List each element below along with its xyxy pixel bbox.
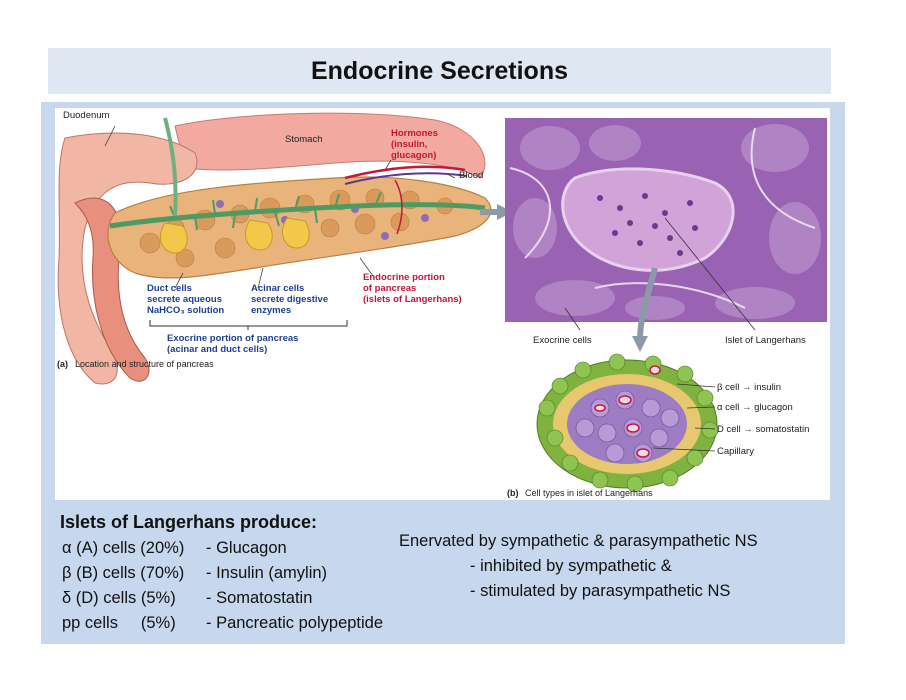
caption-a: Location and structure of pancreas	[75, 359, 214, 369]
islet-cell-type: α (A) cells (20%)	[62, 539, 185, 557]
acinar-cells-label-1: Acinar cells	[251, 283, 304, 294]
endocrine-portion-label-3: (islets of Langerhans)	[363, 294, 462, 305]
caption-b-letter: (b)	[507, 488, 519, 498]
innervation-line-3: - stimulated by parasympathetic NS	[470, 582, 731, 600]
islet-cell-type: pp cells (5%)	[62, 614, 176, 632]
islet-product: - Somatostatin	[206, 589, 313, 607]
duodenum-label: Duodenum	[63, 110, 110, 121]
acinar-cells-label-2: secrete digestive	[251, 294, 328, 305]
duct-cells-label-1: Duct cells	[147, 283, 192, 294]
caption-a-letter: (a)	[57, 359, 68, 369]
blood-label: Blood	[459, 170, 483, 181]
acinar-cells-label-3: enzymes	[251, 305, 291, 316]
stomach-label: Stomach	[285, 134, 323, 145]
slide-title: Endocrine Secretions	[48, 48, 831, 94]
islet-product: - Insulin (amylin)	[206, 564, 328, 582]
delta-cell-label: D cell → somatostatin	[717, 424, 809, 435]
beta-cell-label: β cell → insulin	[717, 382, 781, 393]
innervation-line-2: - inhibited by sympathetic &	[470, 557, 672, 575]
hormones-label-2: (insulin,	[391, 139, 427, 150]
duct-cells-label-2: secrete aqueous	[147, 294, 222, 305]
islet-product: - Glucagon	[206, 539, 287, 557]
innervation-line-1: Enervated by sympathetic & parasympathet…	[399, 532, 758, 550]
islet-cell-type: δ (D) cells (5%)	[62, 589, 176, 607]
caption-b: Cell types in islet of Langerhans	[525, 488, 653, 498]
duct-cells-label-3: NaHCO₃ solution	[147, 305, 224, 316]
pancreas-figure: Duodenum Stomach Hormones (insulin, gluc…	[55, 108, 830, 500]
endocrine-portion-label-1: Endocrine portion	[363, 272, 445, 283]
exocrine-portion-label-2: (acinar and duct cells)	[167, 344, 267, 355]
islet-label: Islet of Langerhans	[725, 335, 806, 346]
endocrine-portion-label-2: of pancreas	[363, 283, 416, 294]
hormones-label-1: Hormones	[391, 128, 438, 139]
islet-cell-diagram	[536, 353, 719, 493]
hormones-label-3: glucagon)	[391, 150, 436, 161]
exocrine-cells-label: Exocrine cells	[533, 335, 592, 346]
capillary-label: Capillary	[717, 446, 754, 457]
islet-product: - Pancreatic polypeptide	[206, 614, 384, 632]
islet-micrograph	[505, 118, 827, 352]
pancreas-illustration	[57, 112, 513, 385]
exocrine-portion-label-1: Exocrine portion of pancreas	[167, 333, 298, 344]
islets-heading: Islets of Langerhans produce:	[60, 512, 318, 532]
islet-cell-type: β (B) cells (70%)	[62, 564, 185, 582]
alpha-cell-label: α cell → glucagon	[717, 402, 793, 413]
